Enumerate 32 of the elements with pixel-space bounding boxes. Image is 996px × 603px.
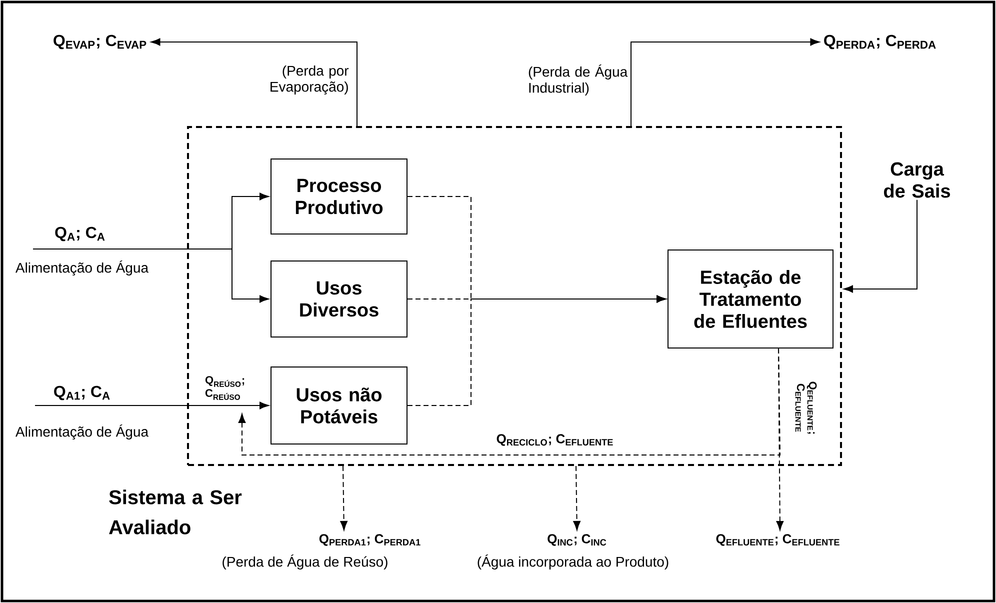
arrow bbox=[573, 466, 580, 530]
process-box: Usos Diversos bbox=[270, 260, 408, 338]
arrow bbox=[34, 402, 269, 410]
treatment-box: Estação de Tratamento de Efluentes bbox=[668, 250, 834, 348]
flow-label: Q$_{EVAP}$; C$_{EVAP}$ bbox=[54, 34, 146, 50]
arrow bbox=[844, 199, 918, 293]
note-text: (Perda de Água de Reúso) bbox=[222, 554, 388, 570]
note-text: (Água incorporada ao Produto) bbox=[478, 554, 668, 570]
flow-label: Q$_{INC}$; C$_{INC}$ bbox=[548, 534, 606, 546]
arrow bbox=[340, 466, 348, 530]
edge-label: Q$_{RECICLO}$; C$_{EFLUENTE}$ bbox=[496, 434, 613, 446]
boundary-title: Sistema a Ser Avaliado bbox=[109, 490, 242, 534]
arrow bbox=[776, 348, 784, 530]
arrow bbox=[150, 38, 358, 126]
flow-note: Alimentação de Água bbox=[16, 424, 149, 440]
load-label: Carga de Sais bbox=[884, 162, 950, 198]
flow-label: Q$_{EFLUENTE}$; C$_{EFLUENTE}$ bbox=[716, 534, 840, 546]
arrow bbox=[32, 192, 269, 250]
flow-label: Q$_{PERDA1}$; C$_{PERDA1}$ bbox=[319, 534, 420, 546]
flow-note: Alimentação de Água bbox=[16, 260, 149, 276]
edge-label: Q$_{A}$; C$_{A}$ bbox=[55, 226, 105, 242]
edge-label: Q$_{EFLUENTE}$; C$_{EFLUENTE}$ bbox=[795, 382, 817, 434]
flow-note: Q$_{REÚSO}$; C$_{REÚSO}$ bbox=[205, 376, 244, 400]
arrow bbox=[407, 295, 666, 406]
process-box: Usos não Potáveis bbox=[270, 366, 408, 444]
arrow bbox=[630, 38, 820, 126]
process-box: Processo Produtivo bbox=[270, 158, 408, 234]
flow-label: Q$_{PERDA}$; C$_{PERDA}$ bbox=[824, 34, 936, 50]
edge-label: Q$_{A1}$; C$_{A}$ bbox=[54, 386, 110, 400]
arrow bbox=[232, 248, 269, 303]
edge-label: (Perda por Evaporação) bbox=[270, 65, 349, 95]
edge-label: (Perda de Água Industrial) bbox=[528, 64, 628, 96]
